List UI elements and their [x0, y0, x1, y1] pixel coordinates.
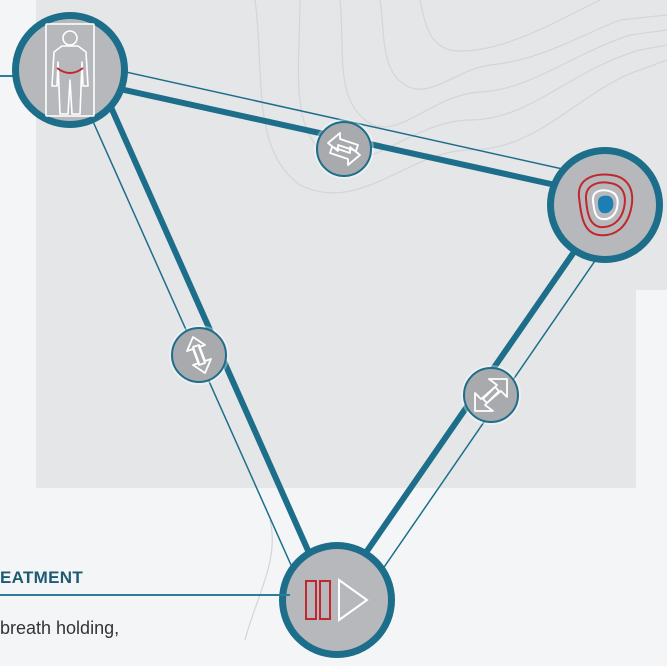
patient-node [12, 12, 128, 128]
body-text: breath holding, [0, 618, 120, 638]
pause-play-icon [305, 578, 369, 622]
heading-rule [0, 594, 290, 596]
waist-marker [56, 67, 84, 74]
contour-background [244, 0, 667, 641]
tumor-core [598, 195, 614, 214]
exchange-arrows-icon-left [169, 325, 229, 385]
patient-body-icon [45, 23, 95, 117]
tumor-contour-icon [577, 173, 634, 237]
tumor-node [547, 147, 663, 263]
exchange-arrows-icon-top [314, 119, 374, 179]
playback-node [279, 542, 395, 658]
background-panel [36, 0, 636, 488]
section-heading: EATMENT [0, 568, 83, 587]
exchange-arrows-icon-right [461, 365, 521, 425]
